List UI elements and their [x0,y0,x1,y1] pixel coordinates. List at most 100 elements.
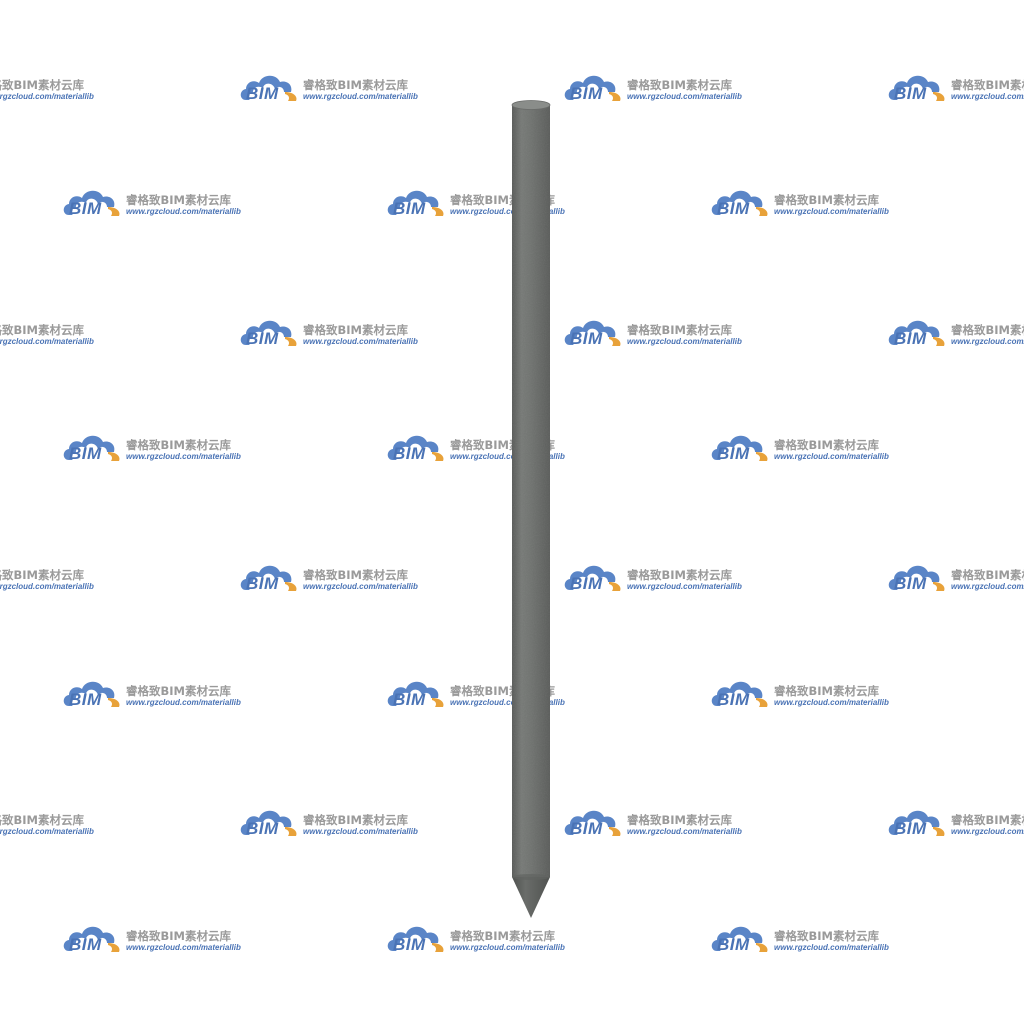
watermark-title: 睿格致BIM素材云库 [774,438,879,452]
watermark-title: 睿格致BIM素材云库 [126,438,231,452]
watermark-url: www.rgzcloud.com/materiallib [627,582,742,591]
cloud-logo-icon [63,681,120,707]
cloud-logo-icon [711,190,768,216]
watermark-title: 睿格致BIM素材云库 [0,813,84,827]
watermark-url: www.rgzcloud.com/materiallib [951,92,1024,101]
watermark-tile: BIM睿格致BIM素材云库www.rgzcloud.com/materialli… [886,560,1024,600]
cloud-logo-icon [387,926,444,952]
watermark-url: www.rgzcloud.com/materiallib [0,337,94,346]
watermark-tile: BIM 睿格致BIM素材云库www.rgzcloud.com/materialli… [886,315,1024,355]
cloud-logo-icon [387,435,444,461]
watermark-title: 睿格致BIM素材云库 [126,193,231,207]
watermark-url: www.rgzcloud.com/materiallib [126,943,241,952]
watermark-url: www.rgzcloud.com/materiallib [126,698,241,707]
watermark-tile: BIM睿格致BIM素材云库www.rgzcloud.com/materialli… [0,315,104,355]
watermark-url: www.rgzcloud.com/materiallib [774,943,889,952]
logo-bim-text: BIM [69,690,102,709]
watermark-url: www.rgzcloud.com/materiallib [450,452,565,461]
watermark-title: 睿格致BIM素材云库 [303,78,408,92]
watermark-title: 睿格致BIM素材云库 [774,684,879,698]
watermark-url: www.rgzcloud.com/materiallib [0,582,94,591]
watermark-tile: BIM 睿格致BIM素材云库www.rgzcloud.com/materialli… [886,70,1024,110]
watermark-title: 睿格致BIM素材云库 [126,929,231,943]
rod-top-cap [511,100,551,110]
cloud-logo-icon [63,926,120,952]
watermark-title: 睿格致BIM素材云库 [0,78,84,92]
logo-bim-text: BIM [69,935,102,954]
cloud-logo-icon [63,190,120,216]
logo-bim-text: BIM [393,199,426,218]
cloud-logo-icon [240,320,297,346]
watermark-url: www.rgzcloud.com/materiallib [126,452,241,461]
cloud-logo-icon [888,565,945,591]
cloud-logo-icon [564,810,621,836]
logo-bim-text: BIM [393,444,426,463]
logo-bim-text: BIM [894,574,927,593]
logo-bim-text: BIM [894,84,927,103]
logo-bim-text: BIM [246,574,279,593]
cloud-logo-icon [387,681,444,707]
watermark-url: www.rgzcloud.com/materiallib [0,92,94,101]
watermark-url: www.rgzcloud.com/materiallib [774,207,889,216]
logo-bim-text: BIM [894,819,927,838]
watermark-tile: BIM睿格致BIM素材云库www.rgzcloud.com/materialli… [0,805,104,845]
watermark-url: www.rgzcloud.com/materiallib [450,207,565,216]
watermark-title: 睿格致BIM素材云库 [126,684,231,698]
logo-bim-text: BIM [570,574,603,593]
watermark-url: www.rgzcloud.com/materiallib [303,582,418,591]
cloud-logo-icon [888,810,945,836]
watermark-title: 睿格致BIM素材云库 [951,78,1024,92]
watermark-url: www.rgzcloud.com/materiallib [126,207,241,216]
watermark-title: 睿格致BIM素材云库 [303,813,408,827]
watermark-title: 睿格致BIM素材云库 [627,568,732,582]
cloud-logo-icon [387,190,444,216]
logo-bim-text: BIM [894,329,927,348]
watermark-title: 睿格致BIM素材云库 [627,323,732,337]
watermark-url: www.rgzcloud.com/materiallib [0,827,94,836]
cloud-logo-icon [711,681,768,707]
cloud-logo-icon [240,565,297,591]
cloud-logo-icon [564,320,621,346]
logo-bim-text: BIM [69,199,102,218]
watermark-title: 睿格致BIM素材云库 [0,323,84,337]
watermark-url: www.rgzcloud.com/materiallib [303,337,418,346]
watermark-title: 睿格致BIM素材云库 [774,193,879,207]
cloud-logo-icon [63,435,120,461]
watermark-tile: BIM睿格致BIM素材云库www.rgzcloud.com/materialli… [0,560,104,600]
watermark-title: 睿格致BIM素材云库 [627,813,732,827]
logo-bim-text: BIM [246,819,279,838]
watermark-url: www.rgzcloud.com/materiallib [627,337,742,346]
rod-tip [512,877,550,918]
watermark-title: 睿格致BIM素材云库 [951,813,1024,827]
logo-bim-text: BIM [717,444,750,463]
watermark-title: 睿格致BIM素材云库 [951,323,1024,337]
watermark-title: 睿格致BIM素材云库 [627,78,732,92]
watermark-url: www.rgzcloud.com/materiallib [450,943,565,952]
cloud-logo-icon [888,320,945,346]
watermark-title: 睿格致BIM素材云库 [951,568,1024,582]
cloud-logo-icon [240,75,297,101]
logo-bim-text: BIM [717,199,750,218]
watermark-tile: BIM 睿格致BIM素材云库www.rgzcloud.com/materialli… [886,805,1024,845]
logo-bim-text: BIM [570,819,603,838]
logo-bim-text: BIM [717,935,750,954]
watermark-url: www.rgzcloud.com/materiallib [450,698,565,707]
watermark-url: www.rgzcloud.com/materiallib [951,337,1024,346]
watermark-title: 睿格致BIM素材云库 [450,929,555,943]
cloud-logo-icon [711,926,768,952]
watermark-url: www.rgzcloud.com/materiallib [951,827,1024,836]
watermark-url: www.rgzcloud.com/materiallib [774,452,889,461]
